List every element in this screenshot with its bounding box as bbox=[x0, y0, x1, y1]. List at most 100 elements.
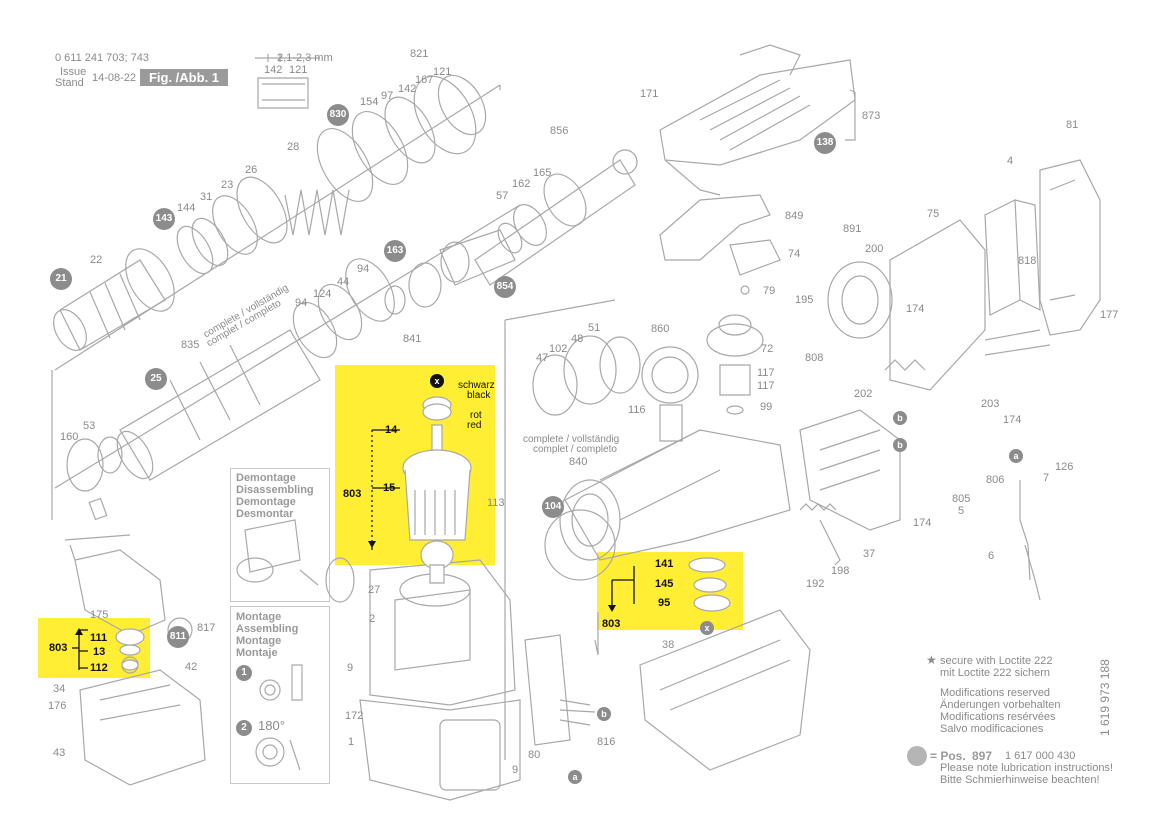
part-203: 203 bbox=[981, 398, 1000, 410]
assembly-title-fr: Montage bbox=[236, 635, 282, 647]
part-121: 121 bbox=[289, 64, 308, 76]
part-6: 6 bbox=[988, 550, 995, 562]
part-117: 117 bbox=[757, 380, 775, 392]
part-202: 202 bbox=[854, 388, 873, 400]
part-167: 167 bbox=[415, 74, 434, 86]
part-111: 111 bbox=[90, 632, 108, 644]
part-172: 172 bbox=[345, 710, 364, 722]
badge-163: 163 bbox=[384, 240, 406, 262]
part-9: 9 bbox=[347, 662, 354, 674]
part-7: 7 bbox=[1043, 472, 1050, 484]
part-803: 803 bbox=[602, 618, 621, 630]
modifications-de: Änderungen vorbehalten bbox=[940, 699, 1061, 711]
stand-label: Stand bbox=[55, 77, 84, 89]
badge-25: 25 bbox=[145, 368, 167, 390]
drawing-number: 0 611 241 703; 743 bbox=[55, 52, 149, 64]
document-number: 1 619 973 188 bbox=[1098, 659, 1112, 736]
part-160: 160 bbox=[60, 431, 79, 443]
assembly-title-en: Assembling bbox=[236, 623, 299, 635]
part-121: 121 bbox=[433, 66, 452, 78]
part-72: 72 bbox=[761, 343, 774, 355]
bearing-color-black-de: schwarz bbox=[458, 380, 495, 391]
badge-x-armature: x bbox=[430, 374, 444, 388]
part-74: 74 bbox=[788, 248, 801, 260]
assembly-step-2: 2 bbox=[236, 720, 252, 736]
part-177: 177 bbox=[1100, 309, 1119, 321]
disassembly-title-fr: Demontage bbox=[236, 496, 296, 508]
badge-811: 811 bbox=[167, 626, 189, 648]
part-5: 5 bbox=[958, 505, 965, 517]
part-117: 117 bbox=[757, 367, 775, 379]
modifications-es: Salvo modificaciones bbox=[940, 723, 1044, 735]
part-856: 856 bbox=[550, 125, 569, 137]
issue-date: 14-08-22 bbox=[92, 72, 137, 84]
bearing-color-black-en: black bbox=[467, 390, 491, 401]
assembly-title-es: Montaje bbox=[236, 647, 278, 659]
badge-b: b bbox=[893, 438, 907, 452]
badge-21: 21 bbox=[50, 268, 72, 290]
part-81: 81 bbox=[1066, 119, 1079, 131]
part-200: 200 bbox=[865, 243, 884, 255]
part-22: 22 bbox=[90, 254, 103, 266]
part-162: 162 bbox=[512, 178, 531, 190]
part-142: 142 bbox=[264, 64, 283, 76]
part-174: 174 bbox=[906, 303, 925, 315]
part-42: 42 bbox=[185, 661, 198, 673]
part-94: 94 bbox=[295, 297, 308, 309]
disassembly-box bbox=[230, 468, 330, 602]
part-176: 176 bbox=[48, 700, 67, 712]
issue-label: Issue bbox=[60, 66, 87, 78]
figure-label: Fig. /Abb. 1 bbox=[140, 69, 228, 86]
part-51: 51 bbox=[588, 322, 601, 334]
badge-b: b bbox=[893, 411, 907, 425]
part-43: 43 bbox=[53, 747, 66, 759]
lubrication-de: Bitte Schmierhinweise beachten! bbox=[940, 774, 1100, 786]
part-38: 38 bbox=[662, 639, 675, 651]
disassembly-title-en: Disassembling bbox=[236, 484, 314, 496]
pos-part-number: 1 617 000 430 bbox=[1005, 750, 1076, 762]
rotation-angle: 180° bbox=[258, 718, 285, 733]
dimension-label: 2,1-2,3 mm bbox=[277, 52, 333, 64]
complete-label-mid: complete / vollständig bbox=[523, 434, 620, 445]
part-75: 75 bbox=[927, 208, 940, 220]
part-841: 841 bbox=[403, 333, 422, 345]
part-198: 198 bbox=[831, 565, 850, 577]
part-48: 48 bbox=[571, 333, 584, 345]
loctite-star: ★ bbox=[926, 653, 937, 667]
part-803: 803 bbox=[343, 488, 362, 500]
assembly-box bbox=[230, 606, 330, 784]
part-95: 95 bbox=[658, 597, 671, 609]
loctite-note-en: secure with Loctite 222 bbox=[940, 655, 1053, 667]
part-818: 818 bbox=[1018, 255, 1037, 267]
part-124: 124 bbox=[313, 288, 332, 300]
part-80: 80 bbox=[528, 749, 541, 761]
part-14: 14 bbox=[385, 424, 398, 436]
part-154: 154 bbox=[360, 96, 379, 108]
part-849: 849 bbox=[785, 210, 804, 222]
part-57: 57 bbox=[496, 190, 509, 202]
badge-143: 143 bbox=[153, 208, 175, 230]
disassembly-title-de: Demontage bbox=[236, 472, 296, 484]
pos-number: 897 bbox=[972, 749, 993, 763]
badge-104: 104 bbox=[542, 496, 564, 518]
part-145: 145 bbox=[655, 578, 674, 590]
part-26: 26 bbox=[245, 164, 258, 176]
badge-a: a bbox=[568, 770, 582, 784]
part-126: 126 bbox=[1055, 461, 1074, 473]
part-113: 113 bbox=[487, 497, 505, 509]
part-97: 97 bbox=[381, 90, 394, 102]
part-47: 47 bbox=[536, 352, 549, 364]
part-34: 34 bbox=[53, 683, 66, 695]
part-112: 112 bbox=[90, 662, 108, 674]
part-9: 9 bbox=[512, 764, 519, 776]
part-28: 28 bbox=[287, 141, 300, 153]
bearing-color-red-en: red bbox=[467, 420, 482, 431]
part-873: 873 bbox=[862, 110, 881, 122]
part-174: 174 bbox=[913, 517, 932, 529]
badge-b: b bbox=[597, 707, 611, 721]
part-171: 171 bbox=[640, 88, 659, 100]
part-99: 99 bbox=[760, 401, 773, 413]
